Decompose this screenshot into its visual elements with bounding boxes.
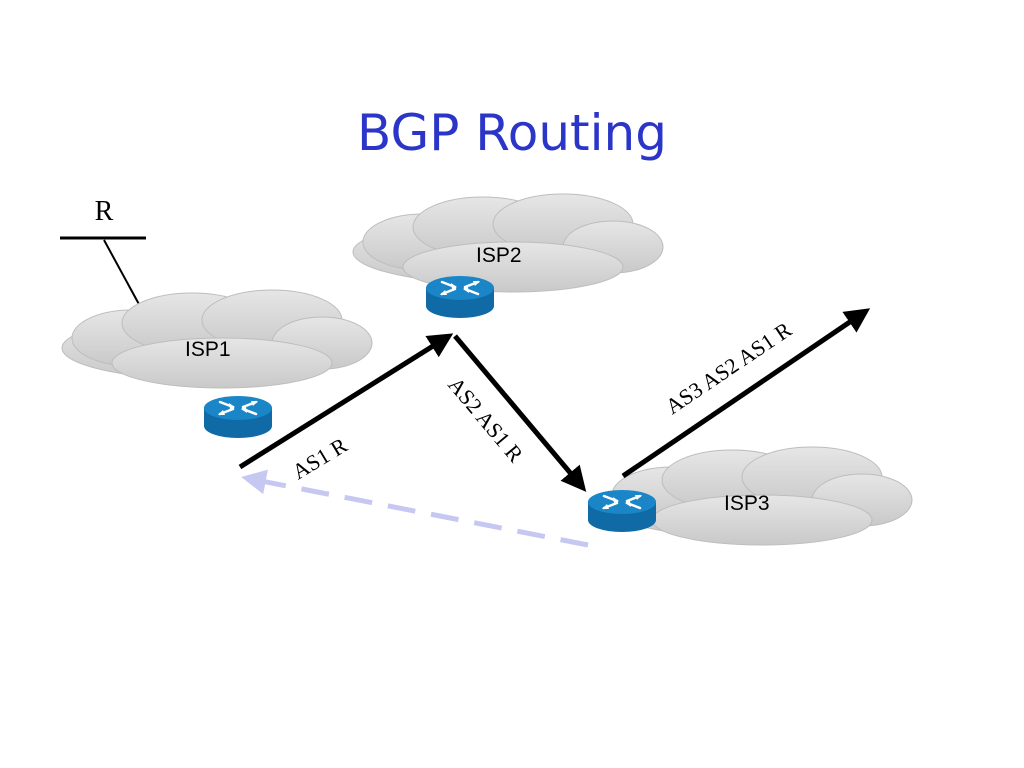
isp1-router [202, 394, 274, 440]
route-arrow-isp1-isp2 [238, 333, 454, 470]
route-label-isp2-isp3: AS2 AS1 R [443, 372, 528, 467]
route-arrow-isp2-isp3 [453, 334, 587, 492]
page-title: BGP Routing [357, 104, 667, 162]
isp3-router [586, 488, 658, 534]
isp2-cloud [352, 193, 664, 293]
isp2-label: ISP2 [476, 244, 522, 267]
isp3-label: ISP3 [724, 492, 770, 515]
isp2-router [424, 274, 496, 320]
route-label-isp1-isp2: AS1 R [288, 432, 352, 484]
prefix-label: R [95, 196, 114, 227]
return-path-arrow [241, 469, 589, 548]
route-arrow-isp3-out [621, 308, 871, 479]
isp1-label: ISP1 [185, 338, 231, 361]
